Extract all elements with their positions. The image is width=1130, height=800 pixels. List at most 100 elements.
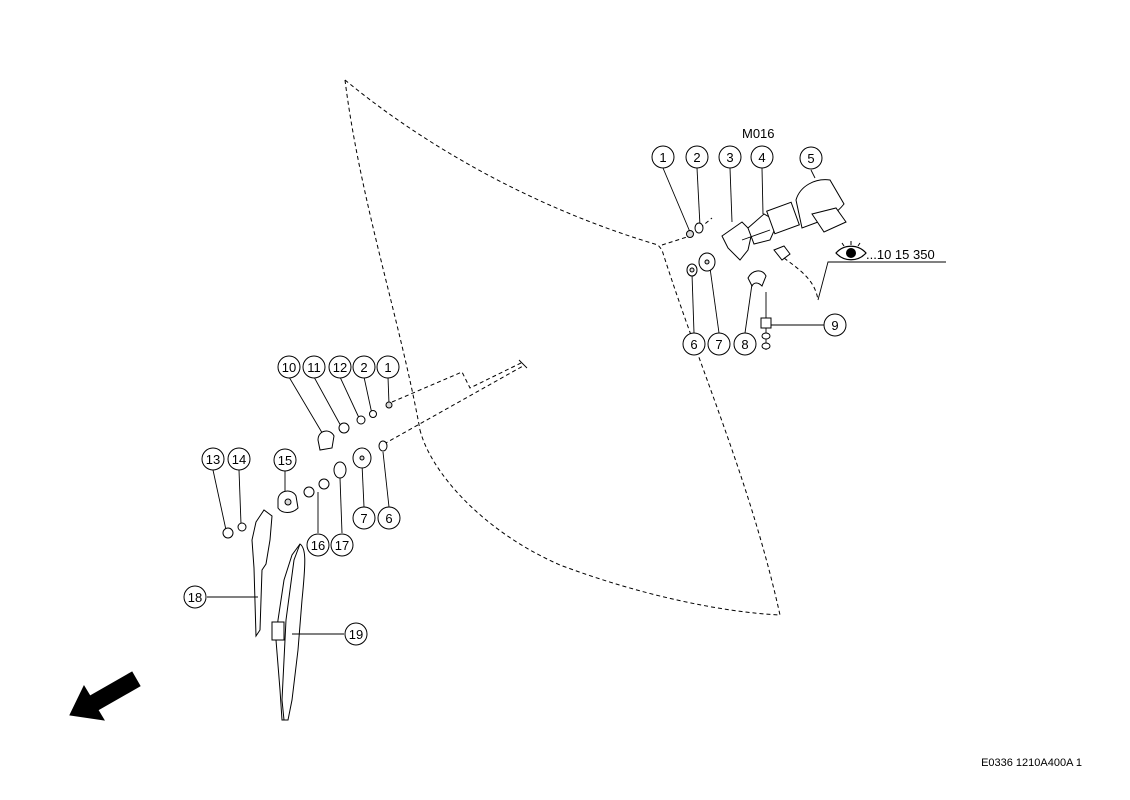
part-16-nut-a xyxy=(303,486,315,498)
callout-2-lower: 2 xyxy=(352,355,376,379)
svg-text:16: 16 xyxy=(311,538,325,553)
part-6b-washer xyxy=(378,440,388,452)
callout-2: 2 xyxy=(685,145,709,169)
part-18-wiper-arm xyxy=(251,509,273,638)
callout-12: 12 xyxy=(328,355,352,379)
callout-1-lower: 1 xyxy=(376,355,400,379)
part-9-washer xyxy=(761,332,771,340)
part-11-nut xyxy=(338,422,350,434)
leader-6a xyxy=(691,273,695,334)
part-4-motor-body xyxy=(766,201,800,235)
leader-11 xyxy=(313,376,343,429)
callout-11: 11 xyxy=(302,355,326,379)
part-6-washer-hole xyxy=(689,267,695,273)
cable-dashed xyxy=(783,257,819,301)
svg-text:6: 6 xyxy=(690,337,697,352)
guide-line-c xyxy=(391,361,524,403)
svg-text:15: 15 xyxy=(278,453,292,468)
part-4-motor-shaft xyxy=(741,229,771,241)
callout-16: 16 xyxy=(306,533,330,557)
windshield-top-edge xyxy=(344,79,421,431)
part-1-nut xyxy=(686,230,694,238)
callout-19: 19 xyxy=(344,622,368,646)
callout-17: 17 xyxy=(330,533,354,557)
callout-4: 4 xyxy=(750,145,774,169)
part-14-washer xyxy=(237,522,247,532)
callout-13: 13 xyxy=(201,447,225,471)
svg-text:1: 1 xyxy=(384,360,391,375)
callout-7: 7 xyxy=(707,332,731,356)
svg-text:11: 11 xyxy=(307,360,321,375)
svg-text:7: 7 xyxy=(715,337,722,352)
svg-text:2: 2 xyxy=(693,150,700,165)
part-9-screw xyxy=(760,317,772,329)
part-16-nut-b xyxy=(318,478,330,490)
part-19-blade-edge xyxy=(281,543,301,721)
leader-4 xyxy=(761,167,764,215)
svg-text:2: 2 xyxy=(360,360,367,375)
stud-end xyxy=(518,359,528,369)
svg-text:6: 6 xyxy=(385,511,392,526)
part-7b-seal-hole xyxy=(359,455,365,461)
svg-text:7: 7 xyxy=(360,511,367,526)
connector xyxy=(773,245,791,261)
callout-9: 9 xyxy=(823,313,847,337)
leader-6b xyxy=(382,451,390,508)
arrow-down-left-icon xyxy=(69,671,141,721)
leader-13 xyxy=(212,469,227,531)
callout-8: 8 xyxy=(733,332,757,356)
callout-7-lower: 7 xyxy=(352,506,376,530)
svg-text:17: 17 xyxy=(335,538,349,553)
leader-12 xyxy=(339,376,361,421)
leader-14 xyxy=(238,469,242,525)
callout-6: 6 xyxy=(682,332,706,356)
part-10-cap xyxy=(317,430,335,451)
leader-7b xyxy=(361,463,365,508)
callout-5: 5 xyxy=(799,146,823,170)
callout-10: 10 xyxy=(277,355,301,379)
part-13-nut xyxy=(222,527,234,539)
leader-5 xyxy=(810,169,816,179)
svg-text:8: 8 xyxy=(741,337,748,352)
leader-1a xyxy=(662,167,691,233)
svg-text:9: 9 xyxy=(831,318,838,333)
group-label: M016 xyxy=(742,126,775,141)
part-9-nut xyxy=(761,342,771,350)
callout-1: 1 xyxy=(651,145,675,169)
leader-7a xyxy=(709,267,720,334)
part-5-cover-flap xyxy=(811,207,847,233)
svg-text:10: 10 xyxy=(282,360,296,375)
guide-line-a xyxy=(661,235,691,246)
part-2b-washer xyxy=(369,410,377,418)
svg-text:3: 3 xyxy=(726,150,733,165)
callout-15: 15 xyxy=(273,448,297,472)
svg-text:19: 19 xyxy=(349,627,363,642)
callout-14: 14 xyxy=(227,447,251,471)
part-3-bracket xyxy=(721,221,753,261)
eye-icon xyxy=(835,241,867,261)
reference-text: ...10 15 350 xyxy=(866,247,935,262)
leader-10 xyxy=(288,376,325,437)
leader-1b xyxy=(387,376,390,405)
part-15-hub-center xyxy=(284,498,292,506)
footer-code: E0336 1210A400A 1 xyxy=(981,757,1082,769)
part-8-clamp xyxy=(747,270,767,288)
callout-18: 18 xyxy=(183,585,207,609)
part-2-washer xyxy=(694,222,704,234)
svg-text:12: 12 xyxy=(333,360,347,375)
part-1b-nut xyxy=(385,401,393,409)
part-7-seal-hole xyxy=(704,259,710,265)
guide-line-d xyxy=(383,365,524,445)
callout-3: 3 xyxy=(718,145,742,169)
reference-leader xyxy=(817,261,946,301)
svg-text:13: 13 xyxy=(206,452,220,467)
callout-6-lower: 6 xyxy=(377,506,401,530)
svg-text:14: 14 xyxy=(232,452,246,467)
leader-2a xyxy=(696,167,701,227)
leader-17 xyxy=(339,477,343,534)
leader-8 xyxy=(744,283,753,334)
windshield-outline xyxy=(344,79,781,616)
part-19-blade-clip xyxy=(271,621,285,641)
part-12-washer xyxy=(356,415,366,425)
